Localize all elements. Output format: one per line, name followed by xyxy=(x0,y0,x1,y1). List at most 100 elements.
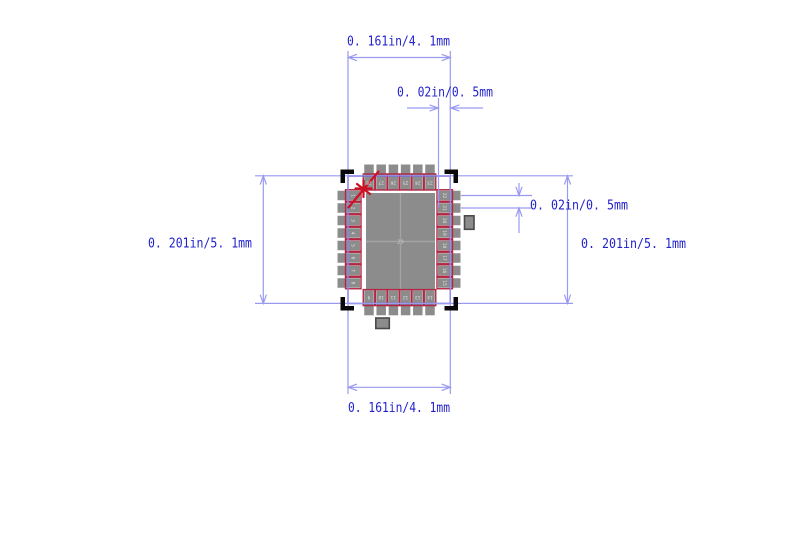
arrowhead xyxy=(346,383,358,392)
pad-outline-bottom xyxy=(411,288,425,307)
pad-top xyxy=(388,164,399,190)
pin-number: 10 xyxy=(378,294,384,300)
pin-number: 20 xyxy=(441,218,447,224)
dim-label-top-pitch: 0. 02in/0. 5mm xyxy=(397,85,493,101)
pad-right xyxy=(438,240,461,251)
pad-right xyxy=(438,278,461,288)
pin-number: 18 xyxy=(441,243,447,249)
pin-number: 24 xyxy=(415,180,421,186)
pad-outline-left xyxy=(344,226,362,240)
pin-number: 12 xyxy=(403,294,409,300)
pin-number: 17 xyxy=(441,255,447,261)
dim-label-top-width: 0. 161in/4. 1mm xyxy=(347,34,450,50)
pin-number: 23 xyxy=(427,180,433,186)
pad-outline-right xyxy=(436,251,454,265)
arrowhead xyxy=(563,174,572,185)
pin-number: 22 xyxy=(441,193,447,199)
corner-brackets xyxy=(340,169,458,311)
pad-outline-top xyxy=(386,173,400,191)
pad-right xyxy=(438,253,461,263)
pin-number: 8 xyxy=(350,282,356,285)
pad-right xyxy=(438,228,461,238)
arrowhead xyxy=(448,104,460,112)
pad-outline-bottom xyxy=(423,288,437,307)
small-pads xyxy=(374,215,475,330)
pin-number: 4 xyxy=(350,232,356,235)
thermal-pad-number: 29 xyxy=(397,240,404,246)
pad-outline-bottom xyxy=(386,288,400,307)
pad-right xyxy=(438,215,461,226)
pin-number: 1 xyxy=(350,194,356,197)
dim-label-right-pitch: 0. 02in/0. 5mm xyxy=(530,198,628,214)
corner-bracket-top-left xyxy=(340,169,354,183)
pad-left xyxy=(337,240,360,251)
corner-bracket-bottom-right xyxy=(444,297,458,311)
dim-label-bottom-width: 0. 161in/4. 1mm xyxy=(348,400,450,416)
pad-top xyxy=(364,164,374,190)
pad-outline-left xyxy=(344,239,362,252)
pad-top xyxy=(425,164,435,190)
pad-top xyxy=(413,164,423,190)
arrowhead xyxy=(259,294,267,306)
pad-right xyxy=(438,203,461,213)
small-pad-bottom xyxy=(374,317,391,330)
corner-bracket-bottom-left xyxy=(340,297,354,311)
pin-number: 13 xyxy=(415,294,421,300)
pin-number: 7 xyxy=(350,269,356,272)
small-pad-right xyxy=(463,215,475,231)
pad-outline-left xyxy=(344,276,362,290)
arrowhead xyxy=(515,206,523,217)
pin-number: 2 xyxy=(350,207,356,210)
dimension-lines xyxy=(259,53,572,392)
pad-outline-right xyxy=(436,201,454,215)
pad-outline-left xyxy=(344,264,362,277)
dim-label-right-height: 0. 201in/5. 1mm xyxy=(581,236,686,252)
corner-bracket-top-right xyxy=(444,169,458,183)
pad-outline-right xyxy=(436,264,454,277)
pin-number: 3 xyxy=(350,219,356,222)
pad-outline-left xyxy=(344,214,362,227)
pad-left xyxy=(337,215,360,226)
pad-outline-right xyxy=(436,239,454,252)
pad-outline-right xyxy=(436,189,454,202)
pad-top xyxy=(376,164,386,190)
pad-right xyxy=(438,265,461,276)
arrowhead xyxy=(515,186,523,198)
pad-outline-top xyxy=(411,173,425,191)
pad-left xyxy=(337,253,360,263)
pin-number: 25 xyxy=(403,180,409,186)
pin-number: 11 xyxy=(390,294,396,300)
pin-number: 21 xyxy=(441,205,447,211)
pin-number: 5 xyxy=(350,244,356,247)
pad-right xyxy=(438,190,461,201)
pad-outline-right xyxy=(436,276,454,290)
pad-outline-right xyxy=(436,226,454,240)
pad-left xyxy=(337,278,360,288)
pin-number: 28 xyxy=(366,180,372,186)
pin-number: 14 xyxy=(427,294,433,300)
pin-number: 27 xyxy=(378,180,384,186)
pad-outline-bottom xyxy=(362,288,376,307)
package-pin-outlines xyxy=(344,173,454,307)
thermal-pad xyxy=(366,193,435,290)
dim-label-left-height: 0. 201in/5. 1mm xyxy=(148,236,252,252)
pad-top xyxy=(400,164,411,190)
arrowhead xyxy=(441,53,453,62)
arrowhead xyxy=(346,53,358,62)
arrowhead xyxy=(429,104,441,112)
pad-left xyxy=(337,265,360,276)
pin-number: 6 xyxy=(350,257,356,260)
pin-number: 9 xyxy=(367,294,370,300)
pad-outline-left xyxy=(344,251,362,265)
pin-number: 16 xyxy=(441,268,447,274)
pad-left xyxy=(337,228,360,238)
pin-number: 19 xyxy=(441,230,447,236)
pad-left xyxy=(337,190,360,201)
arrowhead xyxy=(441,383,453,392)
pin1-marker xyxy=(347,170,380,209)
pin-number: 26 xyxy=(390,180,396,186)
arrowhead xyxy=(259,174,267,185)
